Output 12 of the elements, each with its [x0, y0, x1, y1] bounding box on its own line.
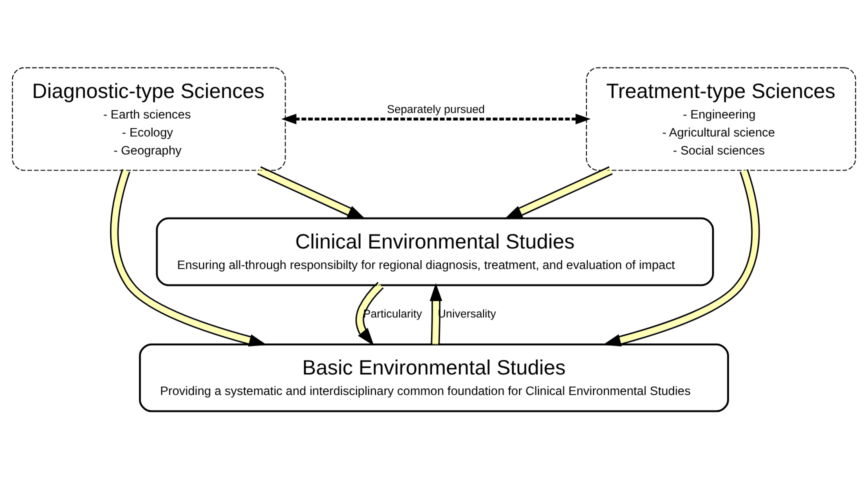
arrow — [602, 168, 760, 346]
arrow — [110, 168, 267, 346]
arrow — [355, 281, 384, 346]
node-box: Clinical Environmental Studies Ensuring all-through responsibilty for regional diagnosis, treatment, and evaluation of impact — [156, 216, 714, 286]
node-box: Basic Environmental Studies Providing a systematic and interdisciplinary common foundation for Clinical Environmental Studies — [139, 342, 730, 412]
arrow — [504, 166, 613, 219]
node-box: Diagnostic-type Sciences - Earth sciences - Ecology - Geography — [12, 66, 286, 170]
arrow — [281, 113, 591, 124]
node-box: Treatment-type Sciences - Engineering - Agricultural science - Social sciences — [586, 66, 856, 170]
edge-label: Separately pursued — [386, 104, 485, 116]
arrow — [257, 166, 366, 219]
arrow — [430, 282, 442, 344]
